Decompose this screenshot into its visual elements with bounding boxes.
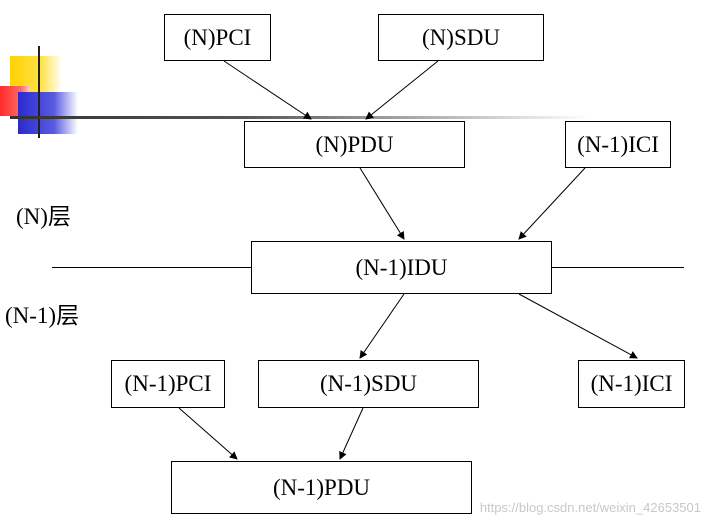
n-sdu-box: (N)SDU [378,14,544,61]
n1-ici-top-box: (N-1)ICI [565,121,671,168]
n1-ici-bottom-box: (N-1)ICI [578,360,685,408]
upper-layer-label: (N)层 [16,204,71,229]
arrow-idu-to-sdu [359,293,405,359]
layer-divider-right [551,267,684,268]
n1-sdu-box: (N-1)SDU [258,360,479,408]
arrow-npdu-to-idu [359,167,405,240]
arrow-ici-to-idu [518,167,586,240]
lower-layer-label: (N-1)层 [5,303,80,328]
n1-pci-box: (N-1)PCI [111,360,225,408]
n1-idu-box: (N-1)IDU [251,241,552,294]
decoration-horizontal-line [10,116,590,119]
n-pci-box: (N)PCI [164,14,271,61]
arrow-sdu-to-pdu [339,407,364,460]
arrow-pci-to-pdu [178,407,238,460]
decoration-vertical-line [38,46,40,138]
arrow-idu-to-ici [518,293,638,359]
decoration-blue-square [18,92,78,134]
arrow-nsdu-to-npdu [365,60,439,120]
n-pdu-box: (N)PDU [244,121,465,168]
n1-pdu-box: (N-1)PDU [171,461,472,514]
watermark-text: https://blog.csdn.net/weixin_42653501 [479,500,701,515]
arrow-npci-to-npdu [223,60,312,120]
layer-divider-left [52,267,252,268]
